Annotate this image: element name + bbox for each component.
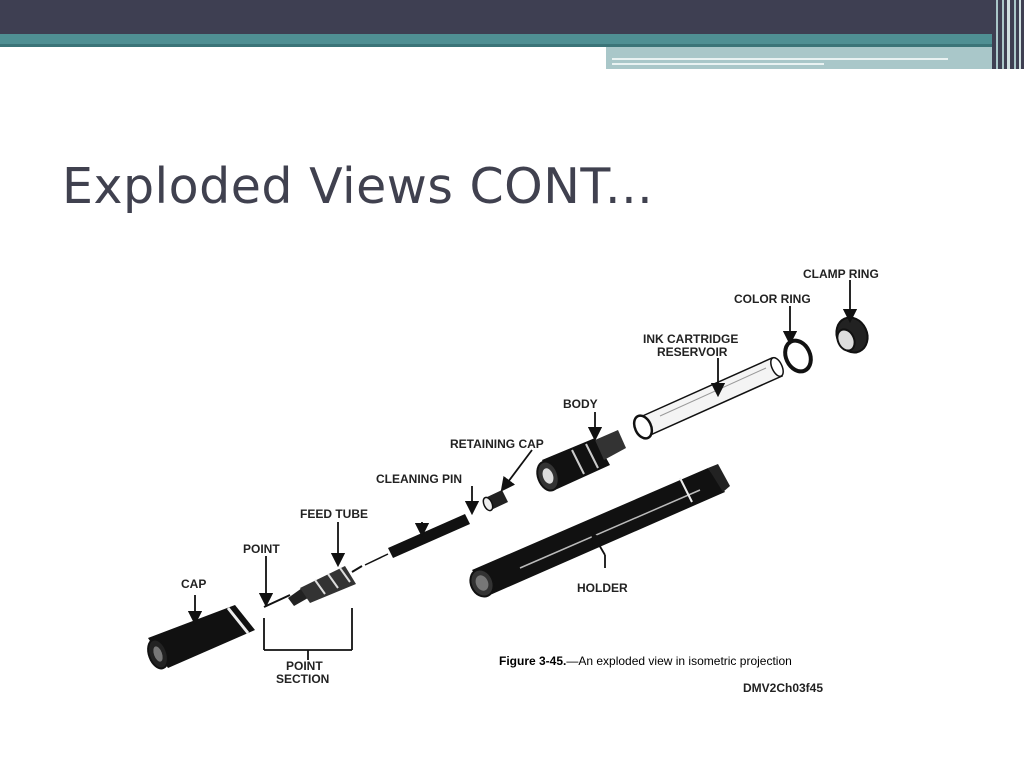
slide-title: Exploded Views CONT... (62, 158, 654, 215)
label-point-section-line1: POINT (286, 659, 323, 673)
retaining-cap-part (482, 490, 508, 512)
point-part (263, 565, 363, 608)
accent-band (0, 34, 1024, 47)
label-retaining-cap: RETAINING CAP (450, 437, 544, 451)
label-body: BODY (563, 397, 598, 411)
cap-part (147, 605, 255, 670)
cleaning-pin-part (364, 514, 470, 566)
figure-caption: Figure 3-45.—An exploded view in isometr… (499, 654, 792, 668)
accent-line (612, 58, 948, 60)
label-point: POINT (243, 542, 280, 556)
label-holder: HOLDER (577, 581, 628, 595)
clamp-ring-part (835, 316, 869, 354)
label-point-section-line2: SECTION (276, 672, 329, 686)
point-section-bracket (263, 608, 353, 660)
leader-lines (187, 280, 858, 626)
label-ink-cartridge-line2: RESERVOIR (657, 345, 728, 359)
figure-caption-text: —An exploded view in isometric projectio… (566, 654, 792, 668)
holder-part (469, 464, 730, 598)
accent-line-short (612, 63, 824, 65)
decorative-stripes (992, 0, 1024, 69)
exploded-pen-diagram: CLAMP RING COLOR RING INK CARTRIDGE RESE… (147, 267, 879, 686)
label-ink-cartridge-line1: INK CARTRIDGE (643, 332, 738, 346)
label-feed-tube: FEED TUBE (300, 507, 368, 521)
header-bar (0, 0, 1024, 34)
body-part (536, 430, 626, 492)
label-cleaning-pin: CLEANING PIN (376, 472, 462, 486)
label-cap: CAP (181, 577, 206, 591)
label-color-ring: COLOR RING (734, 292, 811, 306)
ink-cartridge-part (632, 356, 784, 440)
figure-number: Figure 3-45. (499, 654, 567, 668)
color-ring-part (783, 338, 813, 374)
figure-reference-code: DMV2Ch03f45 (743, 681, 824, 695)
accent-band-shadow (0, 44, 1024, 47)
label-clamp-ring: CLAMP RING (803, 267, 879, 281)
